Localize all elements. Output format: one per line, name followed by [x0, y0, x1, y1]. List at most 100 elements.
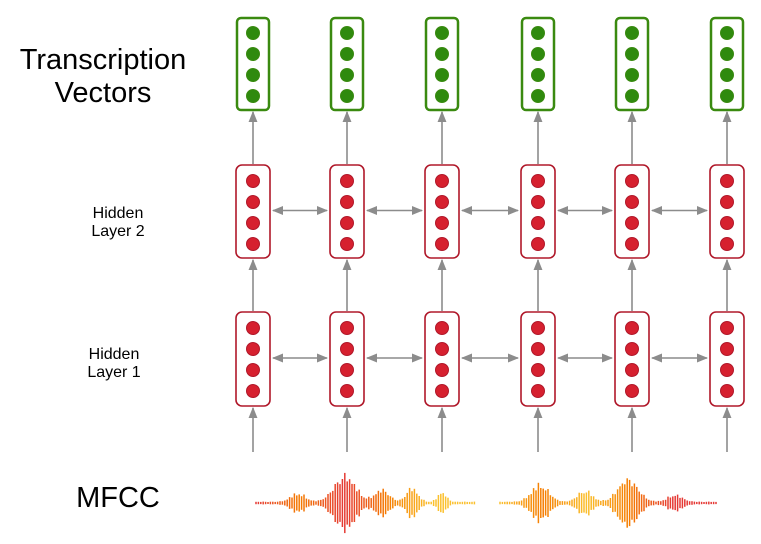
- hidden2-unit-6-4: [720, 237, 734, 251]
- hidden1-unit-6-4: [720, 384, 734, 398]
- hidden2-unit-2-2: [340, 195, 354, 209]
- hidden1-unit-6-1: [720, 321, 734, 335]
- hidden2-unit-1-1: [246, 174, 260, 188]
- hidden2-vector-box-2: [329, 164, 365, 259]
- output-unit-4-1: [531, 26, 545, 40]
- output-vector-box-2: [329, 16, 365, 112]
- hidden2-vector-box-6: [709, 164, 745, 259]
- hidden2-unit-1-4: [246, 237, 260, 251]
- hidden2-unit-2-1: [340, 174, 354, 188]
- output-vector-box-3: [424, 16, 460, 112]
- output-vector-box-6: [709, 16, 745, 112]
- hidden1-vector-box-5: [614, 311, 650, 407]
- output-unit-1-2: [246, 47, 260, 61]
- hidden2-unit-4-3: [531, 216, 545, 230]
- mfcc-waveform: [255, 472, 717, 534]
- arrows-layer: [248, 110, 732, 452]
- hidden1-unit-2-1: [340, 321, 354, 335]
- hidden2-unit-2-3: [340, 216, 354, 230]
- hidden2-unit-2-4: [340, 237, 354, 251]
- output-unit-6-3: [720, 68, 734, 82]
- output-unit-3-4: [435, 89, 449, 103]
- hidden2-unit-6-2: [720, 195, 734, 209]
- hidden1-unit-5-4: [625, 384, 639, 398]
- hidden2-unit-6-3: [720, 216, 734, 230]
- output-unit-5-4: [625, 89, 639, 103]
- output-unit-4-3: [531, 68, 545, 82]
- hidden1-unit-3-4: [435, 384, 449, 398]
- hidden1-unit-4-4: [531, 384, 545, 398]
- output-unit-5-1: [625, 26, 639, 40]
- mfcc-label: MFCC: [76, 482, 160, 514]
- hidden1-unit-5-1: [625, 321, 639, 335]
- hidden-layer-2-label: Hidden Layer 2: [68, 205, 168, 242]
- hidden1-unit-2-4: [340, 384, 354, 398]
- hidden2-vector-box-1: [235, 164, 271, 259]
- hidden-layer-1-label-line1: Hidden: [88, 346, 140, 363]
- hidden1-unit-5-2: [625, 342, 639, 356]
- hidden2-unit-3-3: [435, 216, 449, 230]
- output-unit-3-1: [435, 26, 449, 40]
- hidden-layer-2-label-line1: Hidden: [92, 205, 144, 222]
- hidden1-unit-4-1: [531, 321, 545, 335]
- output-unit-4-2: [531, 47, 545, 61]
- output-unit-6-4: [720, 89, 734, 103]
- transcription-vectors-label: Transcription Vectors: [8, 44, 198, 111]
- hidden2-unit-3-2: [435, 195, 449, 209]
- hidden1-unit-3-2: [435, 342, 449, 356]
- output-unit-6-2: [720, 47, 734, 61]
- output-unit-5-3: [625, 68, 639, 82]
- output-unit-2-2: [340, 47, 354, 61]
- output-unit-3-3: [435, 68, 449, 82]
- hidden1-unit-1-3: [246, 363, 260, 377]
- nodes-layer: [235, 16, 745, 407]
- hidden1-unit-6-3: [720, 363, 734, 377]
- hidden2-unit-5-1: [625, 174, 639, 188]
- hidden2-unit-3-1: [435, 174, 449, 188]
- hidden-layer-1-label: Hidden Layer 1: [64, 346, 164, 383]
- output-vector-box-1: [235, 16, 271, 112]
- hidden1-unit-5-3: [625, 363, 639, 377]
- hidden2-unit-4-1: [531, 174, 545, 188]
- output-unit-4-4: [531, 89, 545, 103]
- output-unit-2-4: [340, 89, 354, 103]
- hidden1-unit-3-1: [435, 321, 449, 335]
- transcription-label-line2: Vectors: [54, 77, 152, 110]
- hidden-layer-1-label-line2: Layer 1: [87, 364, 141, 382]
- hidden1-unit-4-3: [531, 363, 545, 377]
- output-unit-5-2: [625, 47, 639, 61]
- hidden1-unit-1-4: [246, 384, 260, 398]
- hidden1-unit-1-2: [246, 342, 260, 356]
- hidden1-unit-3-3: [435, 363, 449, 377]
- hidden1-unit-1-1: [246, 321, 260, 335]
- output-unit-2-3: [340, 68, 354, 82]
- hidden2-unit-6-1: [720, 174, 734, 188]
- hidden1-vector-box-2: [329, 311, 365, 407]
- hidden1-unit-2-3: [340, 363, 354, 377]
- output-unit-1-4: [246, 89, 260, 103]
- hidden1-vector-box-3: [424, 311, 460, 407]
- output-vector-box-4: [520, 16, 556, 112]
- hidden2-unit-3-4: [435, 237, 449, 251]
- hidden2-vector-box-3: [424, 164, 460, 259]
- hidden1-vector-box-1: [235, 311, 271, 407]
- output-vector-box-5: [614, 16, 650, 112]
- hidden1-unit-2-2: [340, 342, 354, 356]
- hidden1-vector-box-6: [709, 311, 745, 407]
- hidden-layer-2-label-line2: Layer 2: [91, 223, 145, 241]
- hidden2-unit-5-3: [625, 216, 639, 230]
- hidden2-vector-box-4: [520, 164, 556, 259]
- output-unit-6-1: [720, 26, 734, 40]
- hidden2-unit-1-3: [246, 216, 260, 230]
- hidden2-unit-4-4: [531, 237, 545, 251]
- hidden2-unit-5-4: [625, 237, 639, 251]
- hidden1-unit-6-2: [720, 342, 734, 356]
- hidden2-vector-box-5: [614, 164, 650, 259]
- output-unit-1-1: [246, 26, 260, 40]
- output-unit-2-1: [340, 26, 354, 40]
- hidden2-unit-4-2: [531, 195, 545, 209]
- transcription-label-line1: Transcription: [19, 44, 187, 76]
- hidden1-vector-box-4: [520, 311, 556, 407]
- output-unit-1-3: [246, 68, 260, 82]
